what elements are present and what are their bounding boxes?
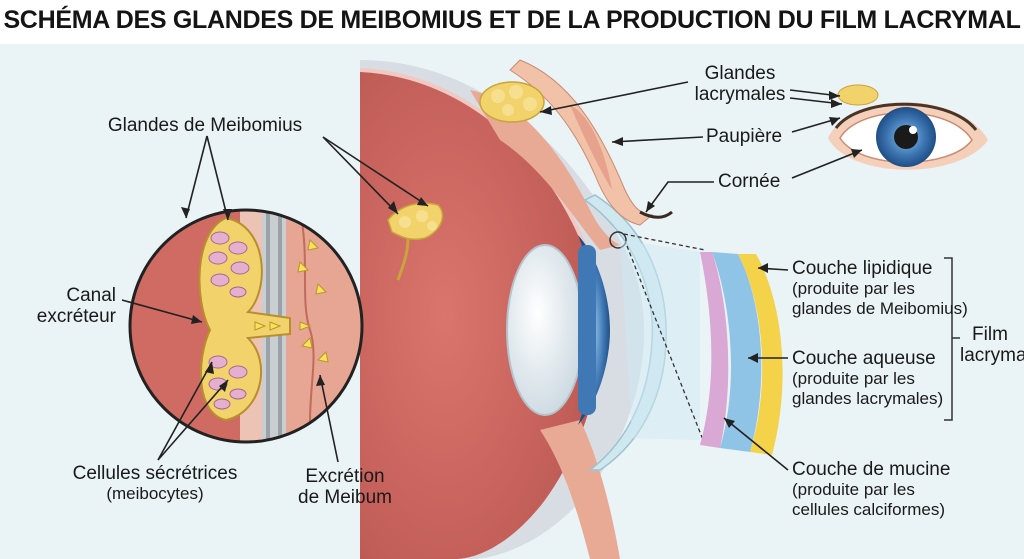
label-film-lacrymal: Film lacrymal	[960, 324, 1024, 366]
lacrimal-gland-shape	[479, 81, 545, 123]
label-excretion-line2: de Meibum	[298, 487, 392, 508]
label-glandes-lacrymales-line2: lacrymales	[694, 84, 786, 105]
layer-1-name: Couche aqueuse	[792, 348, 936, 369]
label-glandes-lacrymales-line1: Glandes	[704, 63, 776, 84]
layer-0-source-line1: (produite par les	[792, 279, 915, 298]
layer-2-name: Couche de mucine	[792, 459, 951, 480]
label-excretion-line1: Excrétion	[305, 466, 385, 487]
label-couche-lipidique: Couche lipidique (produite par les gland…	[792, 258, 968, 319]
label-canal-line2: excréteur	[36, 306, 116, 327]
mucin-layer	[700, 252, 729, 448]
label-glandes-lacrymales: Glandes lacrymales	[690, 63, 790, 105]
label-couche-mucine: Couche de mucine (produite par les cellu…	[792, 459, 950, 520]
aqueous-layer	[712, 252, 762, 452]
label-cellules-line1: Cellules sécrétrices	[72, 463, 238, 484]
eye-cross-section	[359, 59, 673, 559]
label-paupiere: Paupière	[706, 126, 783, 147]
layer-1-source-line2: glandes lacrymales)	[792, 389, 944, 408]
leader-lines	[121, 81, 863, 471]
label-film-line1: Film	[972, 324, 1008, 345]
layer-0-source-line2: glandes de Meibomius)	[792, 299, 968, 318]
label-couche-aqueuse: Couche aqueuse (produite par les glandes…	[792, 348, 943, 409]
layer-2-source-line1: (produite par les	[792, 480, 915, 499]
floating-gland-shape	[387, 202, 444, 281]
label-cellules-secretrices: Cellules sécrétrices (meibocytes)	[40, 463, 270, 504]
label-film-line2: lacrymal	[960, 345, 1024, 366]
page-title: SCHÉMA DES GLANDES DE MEIBOMIUS ET DE LA…	[3, 6, 1021, 34]
layer-2-source-line2: cellules calciformes)	[792, 500, 946, 519]
tear-film-section	[620, 233, 960, 455]
label-canal-line1: Canal	[66, 285, 116, 306]
label-canal-excreteur: Canal excréteur	[20, 285, 116, 327]
label-glandes-meibomius: Glandes de Meibomius	[107, 115, 303, 136]
eye-front-illustration	[828, 84, 988, 170]
layer-0-name: Couche lipidique	[792, 258, 933, 279]
label-excretion-meibum: Excrétion de Meibum	[285, 466, 405, 508]
lipid-layer	[738, 254, 783, 455]
arrowheads	[181, 91, 862, 428]
layer-1-source-line1: (produite par les	[792, 369, 915, 388]
label-cellules-line2: (meibocytes)	[106, 484, 204, 503]
label-cornee: Cornée	[718, 171, 781, 192]
